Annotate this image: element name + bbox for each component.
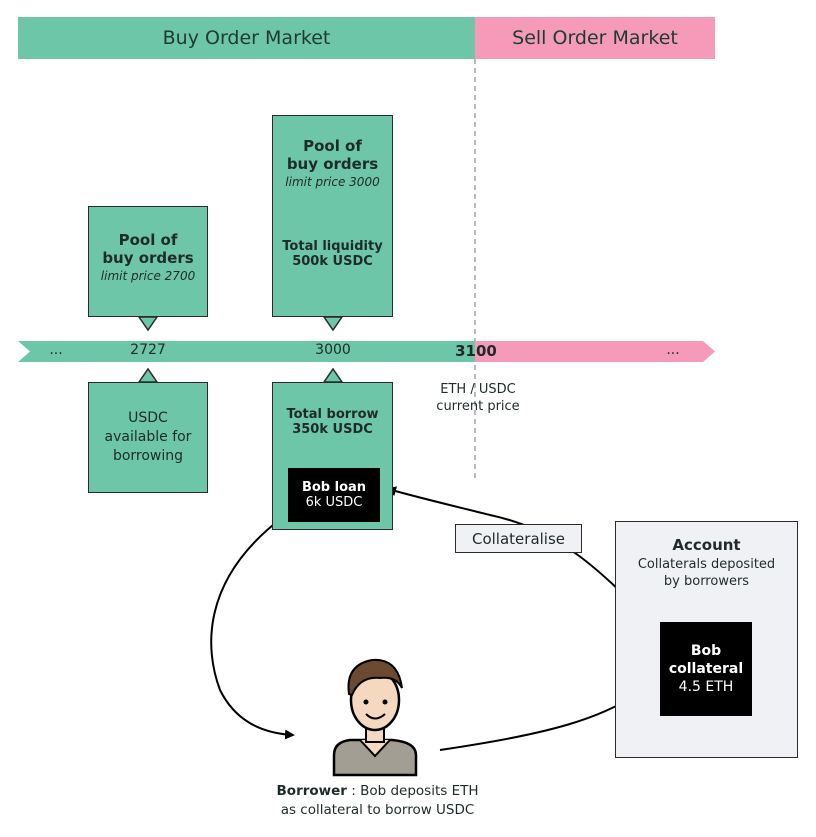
pool-2700-limit: limit price 2700 [100,269,196,283]
usdc-available-line-1: USDC [128,410,168,426]
bob-collateral-title-2: collateral [668,661,744,677]
usdc-available-line-3: borrowing [112,448,184,464]
pool-3000-box: Pool of buy orders limit price 3000 Tota… [272,115,393,317]
price-axis-pink [475,341,715,362]
axis-tick-3000: 3000 [315,342,351,358]
price-axis-green [18,341,475,362]
pool-2700-box: Pool of buy orders limit price 2700 [88,206,208,317]
account-subtitle-1: Collaterals deposited [637,557,776,572]
pool-3000-liquidity-value: 500k USDC [292,254,373,269]
pool-3000-limit: limit price 3000 [285,175,380,189]
collateralise-label: Collateralise [455,524,582,553]
sell-order-market-label: Sell Order Market [512,27,678,49]
account-subtitle-2: by borrowers [663,574,750,589]
axis-left-ellipsis: ... [49,342,63,358]
axis-tick-current-price: 3100 [455,342,497,360]
usdc-pointer [137,367,159,383]
pool-2700-pointer [137,316,159,332]
bob-loan-title: Bob loan [301,480,367,495]
pair-label-line-2: current price [436,399,520,414]
usdc-available-box: USDC available for borrowing [88,382,208,493]
total-borrow-value: 350k USDC [292,422,373,437]
sell-order-market-banner: Sell Order Market [475,17,715,59]
pair-label-line-1: ETH / USDC [440,382,516,397]
account-title: Account [672,536,741,554]
pool-2700-title-1: Pool of [118,231,178,249]
bob-collateral-box: Bob collateral 4.5 ETH [660,622,752,716]
bob-collateral-amount: 4.5 ETH [678,679,734,695]
pool-3000-title-1: Pool of [303,137,362,155]
bob-loan-amount: 6k USDC [305,495,363,510]
borrower-caption-label: Borrower [276,783,347,799]
borrower-caption-line-1: Borrower : Bob deposits ETH [240,782,515,801]
pair-label: ETH / USDC current price [418,381,538,415]
collateralise-text: Collateralise [471,529,566,548]
collateral-to-loan-arrow [386,486,658,629]
bob-loan-box: Bob loan 6k USDC [288,468,380,522]
pool-2700-title-2: buy orders [102,249,194,267]
pool-3000-pointer [322,316,344,332]
pool-3000-liquidity-label: Total liquidity [282,239,383,254]
usdc-available-line-2: available for [104,429,192,445]
axis-right-ellipsis: ... [666,342,680,358]
borrower-caption-line-2: as collateral to borrow USDC [280,802,475,818]
pool-3000-title-2: buy orders [286,155,379,173]
loan-to-borrower-arrow [210,516,295,740]
axis-tick-2727: 2727 [130,342,166,358]
total-borrow-label: Total borrow [286,407,379,422]
borrow-pointer [322,367,344,383]
buy-order-market-banner: Buy Order Market [18,17,475,59]
borrower-avatar-icon [332,658,418,777]
borrower-caption-text-1: : Bob deposits ETH [346,783,479,799]
borrower-caption: Borrower : Bob deposits ETH as collatera… [240,782,515,820]
bob-collateral-title-1: Bob [690,643,722,659]
buy-order-market-label: Buy Order Market [162,27,331,49]
